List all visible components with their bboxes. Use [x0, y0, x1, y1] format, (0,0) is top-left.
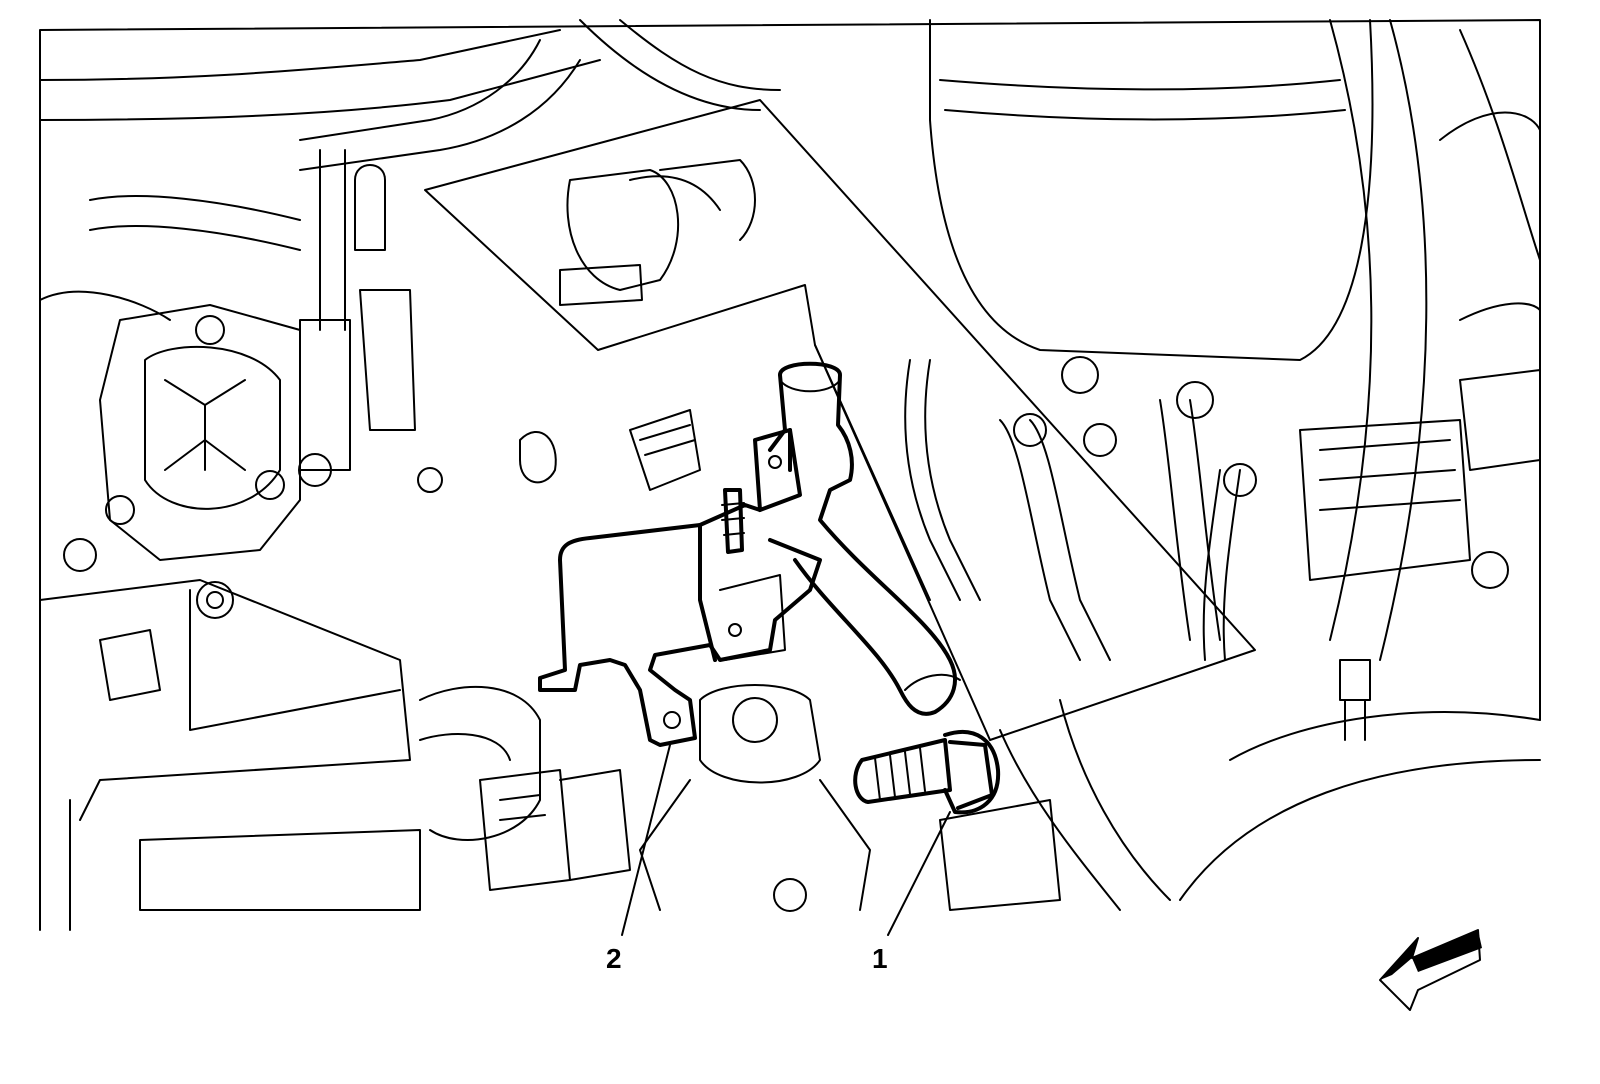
callout-2-leader: [621, 744, 671, 936]
throttle-body: [39, 290, 301, 619]
engine-background-linework: [39, 19, 1541, 931]
callout-leaders: [621, 744, 951, 936]
bolt: [853, 729, 1001, 815]
bracket: [538, 428, 822, 747]
vent-tube: [768, 361, 961, 716]
callout-1-leader: [887, 811, 951, 936]
callout-2-label: 2: [606, 943, 622, 974]
callout-1-label: 1: [872, 943, 888, 974]
front-of-vehicle-arrow: [1379, 929, 1482, 1011]
